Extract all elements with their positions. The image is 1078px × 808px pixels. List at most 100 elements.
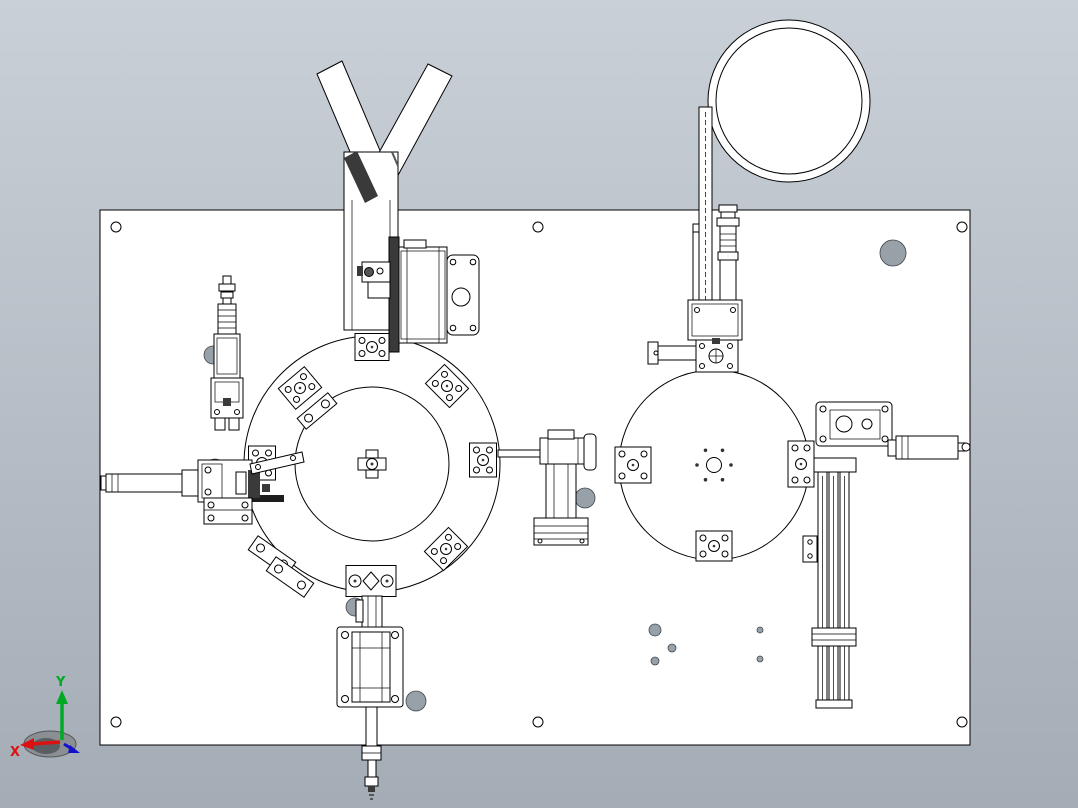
triad-base-shade xyxy=(32,738,60,754)
block-hole xyxy=(730,307,736,313)
dial-station[interactable] xyxy=(614,446,652,484)
left-cylinder-cap xyxy=(100,475,107,491)
left-dial-stations[interactable] xyxy=(247,333,497,598)
right-dial-hub[interactable] xyxy=(706,457,722,473)
fitting-block xyxy=(357,266,363,276)
dial-station[interactable] xyxy=(265,556,315,598)
counterbore-hole xyxy=(667,643,677,653)
lift-cylinder[interactable] xyxy=(719,225,737,301)
vcyl-body[interactable] xyxy=(213,333,241,379)
lift-arm[interactable] xyxy=(651,345,697,361)
block-hole xyxy=(694,307,700,313)
plate-hole xyxy=(819,435,827,443)
actuator-plate[interactable] xyxy=(815,401,893,447)
plate-bore xyxy=(861,418,873,430)
block-hole xyxy=(699,363,705,369)
left-cylinder[interactable] xyxy=(105,473,183,493)
press-neck[interactable] xyxy=(361,595,383,631)
left-cyl-fitting xyxy=(181,469,199,497)
right-dial-stations[interactable] xyxy=(614,440,815,562)
plate-hole xyxy=(391,695,399,703)
y-axis-arrowhead xyxy=(56,690,68,704)
head-left-fitting2[interactable] xyxy=(367,281,391,299)
counterbore-hole xyxy=(574,487,596,509)
transfer-cylinder-assembly[interactable] xyxy=(497,429,597,546)
transfer-foot[interactable] xyxy=(533,517,589,546)
gantry-side-block[interactable] xyxy=(802,535,818,563)
dial-station[interactable] xyxy=(787,440,815,488)
axis-triad[interactable]: X Y xyxy=(10,675,80,760)
vcyl-foot xyxy=(214,417,226,431)
left-dial-hub[interactable] xyxy=(357,449,387,479)
bolt-dot xyxy=(695,463,699,467)
plate-hole xyxy=(881,435,889,443)
vcyl-threaded[interactable] xyxy=(217,303,237,335)
lift-block[interactable] xyxy=(687,299,743,341)
y-chute[interactable] xyxy=(316,60,453,331)
mounting-hole xyxy=(110,221,122,233)
head-body-inner xyxy=(400,250,446,340)
counterbore-hole xyxy=(756,655,764,663)
bolt-dot xyxy=(720,477,725,482)
rod-tip xyxy=(961,442,971,452)
dial-station[interactable] xyxy=(354,333,390,361)
press-rod[interactable] xyxy=(365,706,378,748)
gantry-top-bar[interactable] xyxy=(813,457,857,473)
left-cylinder-assembly[interactable] xyxy=(100,451,305,525)
lift-dark-tab xyxy=(712,338,720,344)
dial-station[interactable] xyxy=(423,526,469,572)
mounting-hole xyxy=(956,221,968,233)
dial-station[interactable] xyxy=(277,366,323,410)
counterbore-hole xyxy=(879,239,907,267)
head-top-tab xyxy=(403,239,427,249)
bracket-hole xyxy=(204,466,212,474)
dial-station[interactable] xyxy=(695,530,733,562)
lift-collar xyxy=(717,251,739,261)
transfer-body[interactable] xyxy=(539,437,589,465)
press-cylinder[interactable] xyxy=(351,631,391,703)
bolt-dot xyxy=(720,448,725,453)
feeder-lift-assembly[interactable] xyxy=(647,204,743,373)
dial-station[interactable] xyxy=(296,392,338,430)
press-rod2[interactable] xyxy=(367,759,377,779)
lift-guide-rod[interactable] xyxy=(692,231,700,301)
plate-hole xyxy=(341,631,349,639)
bowl-inner-circle[interactable] xyxy=(715,27,863,175)
x-axis-arrow xyxy=(31,740,61,746)
dial-station[interactable] xyxy=(345,565,397,597)
actuator-fitting xyxy=(887,439,897,457)
arm-hole xyxy=(255,464,261,470)
head-body[interactable] xyxy=(398,246,448,344)
press-tip-dark xyxy=(368,786,375,792)
chute-shadow xyxy=(344,151,378,203)
plate-hole xyxy=(241,514,249,522)
transfer-column[interactable] xyxy=(545,463,577,521)
press-side-tab xyxy=(355,599,364,623)
gantry-carriage[interactable] xyxy=(811,627,857,647)
lift-nut3 xyxy=(716,217,740,227)
counterbore-hole xyxy=(405,690,427,712)
transfer-rod[interactable] xyxy=(497,449,541,458)
z-axis-arrowhead xyxy=(68,745,80,753)
dial-station[interactable] xyxy=(424,363,470,409)
dial-station[interactable] xyxy=(469,442,497,478)
counterbore-hole xyxy=(648,623,662,637)
bottom-press-assembly[interactable] xyxy=(336,595,404,800)
transfer-top-tab xyxy=(547,429,575,440)
right-actuator-assembly[interactable] xyxy=(802,401,971,709)
lift-block-inner xyxy=(691,303,739,337)
bowl-feeder[interactable] xyxy=(707,19,871,183)
mounting-hole xyxy=(956,716,968,728)
left-vertical-cylinder[interactable] xyxy=(210,275,244,431)
foot-hole xyxy=(579,538,585,544)
plate-hole xyxy=(469,324,477,332)
fitting-knob xyxy=(364,267,374,277)
mounting-hole xyxy=(532,716,544,728)
lift-nut2 xyxy=(720,211,736,219)
small-dark-block xyxy=(262,484,270,492)
pick-place-head[interactable] xyxy=(357,236,480,353)
plate-hole xyxy=(469,258,477,266)
block-hole xyxy=(234,409,240,415)
horizontal-cylinder[interactable] xyxy=(895,435,959,460)
